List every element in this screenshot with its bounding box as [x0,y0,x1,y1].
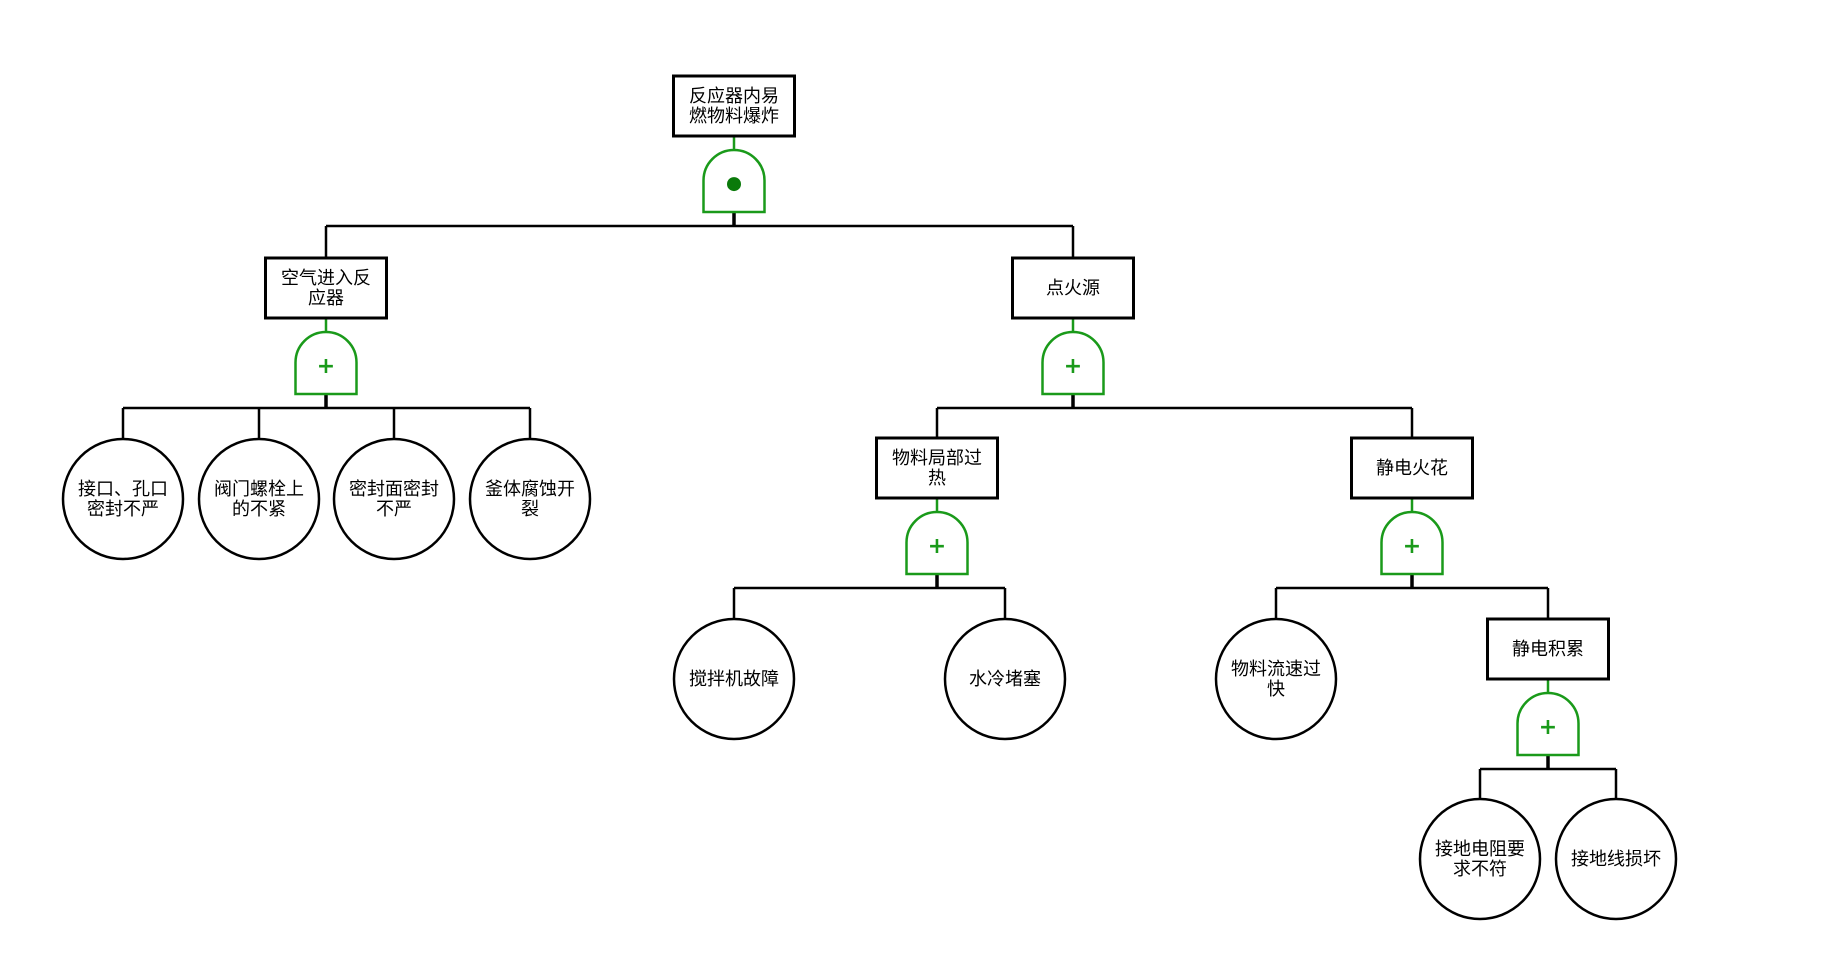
event-label: 应器 [308,288,344,309]
plus-icon: + [1064,354,1082,379]
intermediate-event: 静电积累 [1486,617,1610,681]
event-label: 接地线损坏 [1571,849,1661,870]
or-gate-shape [294,330,358,396]
or-gate-shape [1516,691,1580,757]
event-label: 密封不严 [87,499,159,520]
dot-icon [727,177,741,192]
intermediate-event: 点火源 [1011,256,1135,320]
event-box [672,74,796,138]
and-gate [702,148,766,214]
basic-event-circle [1418,797,1542,921]
intermediate-event: 静电火花 [1350,436,1474,500]
event-box [264,256,388,320]
event-label: 快 [1267,679,1285,700]
plus-icon: + [317,354,335,379]
event-label: 阀门螺栓上 [214,479,304,500]
event-box [1011,256,1135,320]
basic-event-circle [1554,797,1678,921]
basic-event-circle [61,437,185,561]
event-label: 釜体腐蚀开 [485,479,575,500]
event-label: 静电火花 [1376,458,1448,479]
nodes: +++++反应器内易燃物料爆炸空气进入反应器点火源接口、孔口密封不严阀门螺栓上的… [61,74,1678,921]
plus-icon: + [1403,534,1421,559]
basic-event-circle [672,617,796,741]
basic-event: 搅拌机故障 [672,617,796,741]
basic-event: 水冷堵塞 [943,617,1067,741]
or-gate: + [1041,330,1105,396]
or-gate-shape [905,510,969,576]
event-label: 裂 [521,499,539,520]
event-label: 物料局部过 [892,448,982,469]
event-label: 求不符 [1453,859,1507,880]
or-gate: + [1516,691,1580,757]
basic-event-circle [943,617,1067,741]
connector-lines [121,136,1618,799]
event-label: 空气进入反 [281,268,371,289]
event-label: 热 [928,468,946,489]
event-label: 密封面密封 [349,479,439,500]
basic-event-circle [1214,617,1338,741]
event-label: 燃物料爆炸 [689,106,779,127]
or-gate: + [294,330,358,396]
event-label: 不严 [376,499,412,520]
event-box [1350,436,1474,500]
event-label: 接口、孔口 [78,479,168,500]
event-label: 接地电阻要 [1435,839,1525,860]
event-label: 反应器内易 [689,86,779,107]
basic-event-circle [332,437,456,561]
event-label: 搅拌机故障 [689,669,779,690]
or-gate: + [1380,510,1444,576]
or-gate: + [905,510,969,576]
event-box [875,436,999,500]
or-gate-shape [1380,510,1444,576]
event-box [1486,617,1610,681]
basic-event-circle [468,437,592,561]
event-label: 物料流速过 [1231,659,1321,680]
or-gate-shape [1041,330,1105,396]
event-label: 的不紧 [232,499,286,520]
basic-event-circle [197,437,321,561]
plus-icon: + [1539,715,1557,740]
event-label: 点火源 [1046,278,1100,299]
basic-event: 接地线损坏 [1554,797,1678,921]
event-label: 水冷堵塞 [969,669,1041,690]
event-label: 静电积累 [1512,639,1584,660]
plus-icon: + [928,534,946,559]
